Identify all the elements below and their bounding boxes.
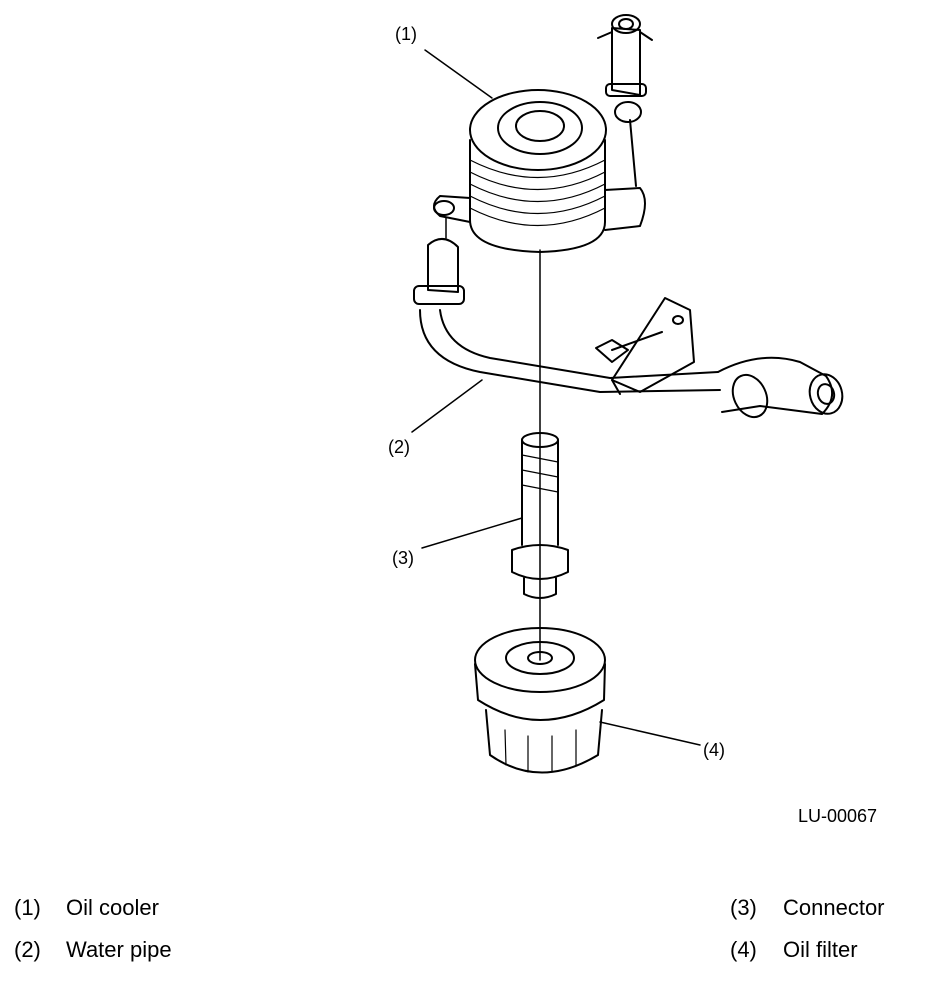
legend-number: (3)	[730, 895, 757, 920]
legend-text: Oil filter	[783, 937, 858, 962]
exploded-parts-diagram	[411, 14, 844, 774]
legend-text: Connector	[783, 895, 885, 920]
legend-number: (4)	[730, 937, 757, 962]
callout-4: (4)	[703, 740, 725, 760]
callout-1: (1)	[395, 24, 417, 44]
legend-text: Water pipe	[66, 937, 172, 962]
legend-text: Oil cooler	[66, 895, 159, 920]
oil-filter-part	[474, 627, 606, 774]
legend-number: (2)	[14, 937, 41, 962]
water-pipe-part	[413, 217, 844, 419]
leader-line-4	[599, 721, 701, 746]
connector-part	[511, 432, 569, 599]
upper-hose-part	[597, 14, 653, 187]
oil-cooler-part	[433, 89, 646, 253]
figure-id: LU-00067	[798, 806, 878, 826]
leader-line-3	[421, 517, 523, 549]
callout-3: (3)	[392, 548, 414, 568]
leader-line-2	[411, 379, 483, 433]
leader-line-1	[424, 49, 493, 99]
legend-number: (1)	[14, 895, 41, 920]
callout-2: (2)	[388, 437, 410, 457]
